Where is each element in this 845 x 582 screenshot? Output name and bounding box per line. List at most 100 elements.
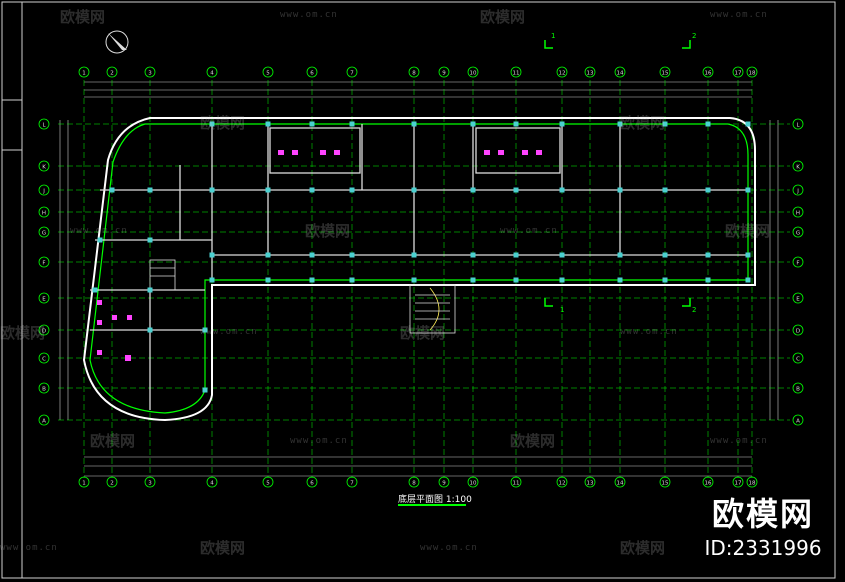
section-mark-1-top: 1 xyxy=(551,32,555,40)
column-axis-bubble xyxy=(467,66,479,78)
column xyxy=(309,277,315,283)
column xyxy=(559,187,565,193)
row-axis-label: K xyxy=(796,165,800,171)
section-mark-2-top: 2 xyxy=(692,32,696,40)
drawing-title-text: 底层平面图 xyxy=(398,495,444,505)
column-axis-bubble xyxy=(584,476,596,488)
column xyxy=(349,187,355,193)
watermark-brand: 欧模网 xyxy=(510,432,556,450)
row-axis-label: G xyxy=(796,231,800,237)
column-axis-bubble xyxy=(702,476,714,488)
row-axis-label: D xyxy=(42,329,46,335)
drawing-title: 底层平面图 1:100 xyxy=(398,492,472,506)
column xyxy=(617,121,623,127)
column xyxy=(209,121,215,127)
row-axis-bubble xyxy=(38,292,50,304)
row-axis-label: B xyxy=(42,387,46,393)
column-axis-bubble xyxy=(262,66,274,78)
column-axis-label: 8 xyxy=(412,71,416,77)
column-axis-label: 12 xyxy=(559,71,566,77)
column xyxy=(147,287,153,293)
column-axis-bubble xyxy=(614,66,626,78)
watermark-brand: 欧模网 xyxy=(60,8,106,26)
column xyxy=(745,277,751,283)
column-axis-bubble xyxy=(78,66,90,78)
column-axis-bubble xyxy=(106,66,118,78)
watermark-url: www.om.cn xyxy=(280,10,338,20)
column-axis-bubble xyxy=(584,66,596,78)
drawing-scale: 1:100 xyxy=(445,495,472,505)
column-axis-bubble xyxy=(346,66,358,78)
column xyxy=(662,277,668,283)
row-axis-bubble xyxy=(792,324,804,336)
row-axis-bubble xyxy=(38,226,50,238)
row-axis-bubble xyxy=(38,206,50,218)
column-axis-label: 10 xyxy=(470,71,477,77)
column xyxy=(745,252,751,258)
column-axis-label: 16 xyxy=(705,481,712,487)
column xyxy=(202,327,208,333)
column-axis-label: 9 xyxy=(442,71,446,77)
section-mark-2-bottom: 2 xyxy=(692,306,696,314)
column-axis-label: 2 xyxy=(110,481,114,487)
column-axis-label: 1 xyxy=(82,481,86,487)
brand-name: 欧模网 xyxy=(711,495,814,533)
column xyxy=(513,187,519,193)
row-axis-label: A xyxy=(796,419,800,425)
column xyxy=(617,252,623,258)
column xyxy=(209,277,215,283)
column-axis-label: 3 xyxy=(148,481,152,487)
column-axis-label: 1 xyxy=(82,71,86,77)
watermark-url: www.om.cn xyxy=(290,436,348,446)
column-axis-label: 16 xyxy=(705,71,712,77)
column-axis-bubble xyxy=(732,476,744,488)
column xyxy=(662,121,668,127)
row-axis-bubble xyxy=(38,256,50,268)
row-axis-label: B xyxy=(796,387,800,393)
column-axis-label: 7 xyxy=(350,481,354,487)
column xyxy=(147,237,153,243)
column xyxy=(559,277,565,283)
row-axis-label: H xyxy=(796,211,800,217)
column xyxy=(470,252,476,258)
column-axis-bubble xyxy=(702,66,714,78)
column xyxy=(411,121,417,127)
row-axis-label: A xyxy=(42,419,46,425)
row-axis-bubble xyxy=(792,206,804,218)
column xyxy=(349,277,355,283)
column-axis-label: 4 xyxy=(210,481,214,487)
column xyxy=(349,252,355,258)
column-axis-label: 17 xyxy=(735,71,742,77)
row-axis-label: L xyxy=(42,123,46,129)
column-axis-label: 6 xyxy=(310,71,314,77)
column xyxy=(209,252,215,258)
column-axis-bubble xyxy=(510,476,522,488)
toilet-fixtures xyxy=(97,150,542,361)
row-axis-label: J xyxy=(42,189,45,195)
column xyxy=(470,121,476,127)
watermark-url: www.om.cn xyxy=(420,543,478,553)
column xyxy=(97,237,103,243)
brand-logo: 欧模网 ID:2331996 xyxy=(698,496,828,560)
column xyxy=(470,187,476,193)
row-axis-bubble xyxy=(38,118,50,130)
column-axis-bubble xyxy=(262,476,274,488)
row-axis-bubble xyxy=(792,256,804,268)
row-axis-label: C xyxy=(796,357,800,363)
column xyxy=(745,121,751,127)
column-axis-label: 13 xyxy=(587,481,594,487)
column xyxy=(705,277,711,283)
column xyxy=(470,277,476,283)
column-axis-bubble xyxy=(408,476,420,488)
column xyxy=(265,121,271,127)
column xyxy=(309,121,315,127)
column-axis-label: 2 xyxy=(110,71,114,77)
column-axis-bubble xyxy=(408,66,420,78)
row-axis-label: L xyxy=(796,123,800,129)
watermark-url: www.om.cn xyxy=(500,226,558,236)
building-outline xyxy=(82,117,756,422)
column-axis-label: 8 xyxy=(412,481,416,487)
watermark-brand: 欧模网 xyxy=(620,114,666,132)
row-axis-label: J xyxy=(796,189,799,195)
